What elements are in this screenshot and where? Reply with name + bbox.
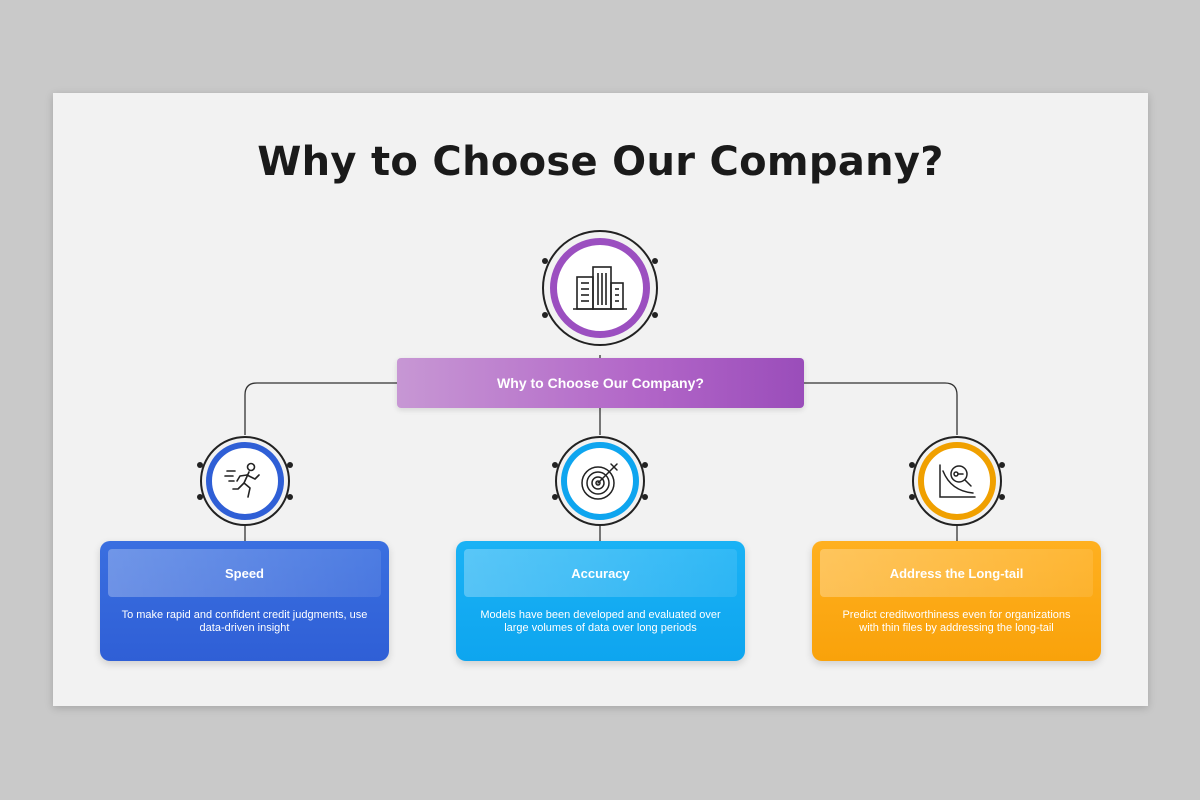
target-arrow-icon	[581, 463, 618, 500]
longtail-card-description: Predict creditworthiness even for organi…	[842, 609, 1071, 634]
speed-card: Speed To make rapid and confident credit…	[100, 541, 389, 661]
speed-card-description: To make rapid and confident credit judgm…	[121, 609, 368, 634]
slide-title: Why to Choose Our Company?	[257, 139, 944, 185]
slide: Why to Choose Our Company?	[53, 93, 1148, 706]
chart-magnifier-icon	[939, 464, 976, 498]
speed-node	[197, 436, 293, 526]
accuracy-node	[552, 436, 648, 526]
longtail-card: Address the Long-tail Predict creditwort…	[812, 541, 1101, 661]
longtail-card-title: Address the Long-tail	[820, 549, 1093, 597]
center-label-bar: Why to Choose Our Company?	[397, 358, 804, 408]
accuracy-card: Accuracy Models have been developed and …	[456, 541, 745, 661]
connector-lines	[244, 355, 958, 541]
longtail-node	[909, 436, 1005, 526]
center-node	[542, 230, 658, 346]
accuracy-card-title: Accuracy	[464, 549, 737, 597]
speed-card-title: Speed	[108, 549, 381, 597]
running-person-icon	[224, 462, 260, 498]
accuracy-card-description: Models have been developed and evaluated…	[480, 609, 721, 634]
office-buildings-icon	[573, 266, 627, 310]
